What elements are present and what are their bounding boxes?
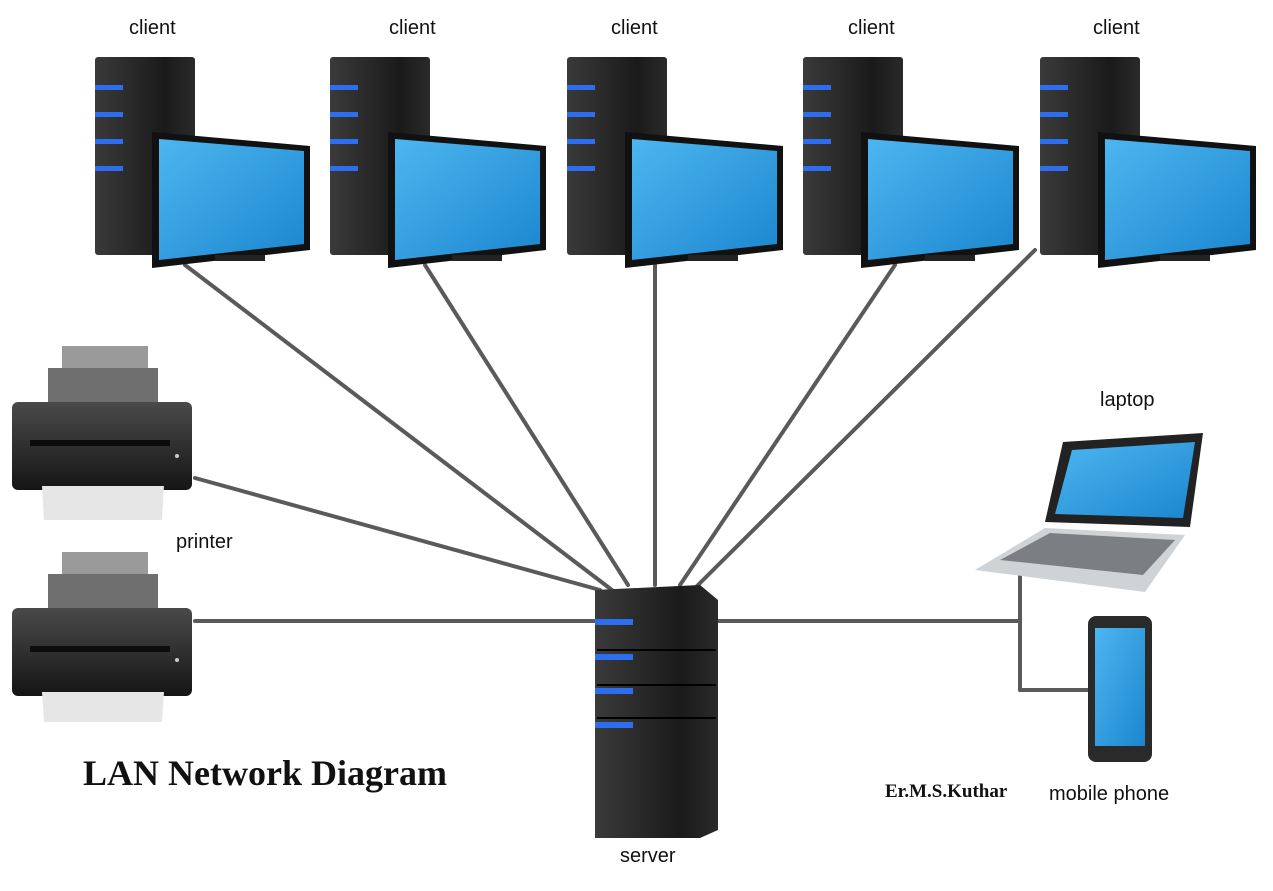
cable-client-2 [423,263,630,587]
client-computer-4 [803,57,1019,268]
printer-2 [12,552,192,722]
cable-client-4 [678,263,897,587]
diagram-title: LAN Network Diagram [83,753,447,793]
mobile-phone-label: mobile phone [1049,783,1170,805]
client-label-1: client [129,17,176,39]
mobile-phone [1088,616,1152,762]
client-computer-1 [95,57,310,268]
laptop-label: laptop [1100,389,1155,411]
server-label: server [620,845,676,867]
author-credit: Er.M.S.Kuthar [885,781,1008,802]
laptop [975,433,1203,592]
client-label-4: client [848,17,895,39]
client-label-5: client [1093,17,1140,39]
client-label-3: client [611,17,658,39]
cable-client-5 [693,248,1037,590]
client-label-2: client [389,17,436,39]
printer-label: printer [176,531,233,553]
cables [183,248,1092,692]
cable-client-1 [183,263,614,592]
cable-printer-1 [193,476,602,592]
server-tower [595,585,718,838]
client-computer-3 [567,57,783,268]
client-computer-5 [1040,57,1256,268]
client-computer-2 [330,57,546,268]
printer-1 [12,346,192,520]
